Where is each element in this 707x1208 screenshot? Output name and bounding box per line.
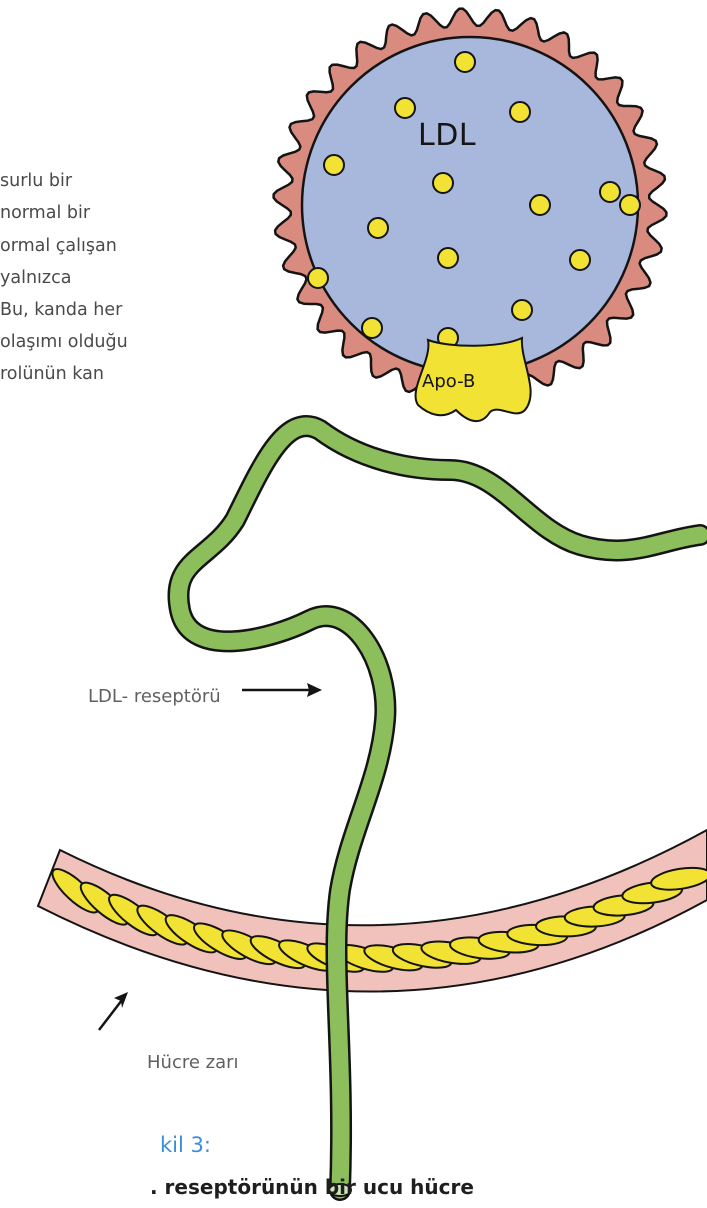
arrow-right-icon — [242, 683, 322, 697]
ldl-receptor-strand — [178, 426, 700, 1190]
paragraph-line: surlu bir — [0, 170, 72, 192]
cholesterol-dot — [512, 300, 532, 320]
cholesterol-dot — [368, 218, 388, 238]
cell-membrane-label: Hücre zarı — [147, 1052, 239, 1073]
paragraph-line: olaşımı olduğu — [0, 331, 128, 353]
cholesterol-dot — [438, 248, 458, 268]
paragraph-line: Bu, kanda her — [0, 299, 122, 321]
paragraph-line: yalnızca — [0, 267, 71, 289]
cholesterol-dot — [362, 318, 382, 338]
cholesterol-dot — [510, 102, 530, 122]
cell-membrane — [38, 830, 707, 992]
ldl-receptor-label: LDL- reseptörü — [88, 686, 221, 707]
cholesterol-dot — [308, 268, 328, 288]
cholesterol-dot — [530, 195, 550, 215]
ldl-receptor — [178, 426, 700, 1196]
paragraph-line: normal bir — [0, 202, 90, 224]
ldl-particle — [274, 9, 667, 402]
arrow-up-right-icon — [99, 992, 128, 1030]
apo-b-label: Apo-B — [422, 371, 475, 392]
ldl-label: LDL — [418, 118, 476, 153]
figure-caption-title: kil 3: — [160, 1133, 211, 1157]
ldl-core — [302, 37, 638, 373]
paragraph-line: rolünün kan — [0, 363, 104, 385]
cholesterol-dot — [395, 98, 415, 118]
cholesterol-dot — [600, 182, 620, 202]
cholesterol-dot — [620, 195, 640, 215]
cholesterol-dot — [433, 173, 453, 193]
cholesterol-dot — [455, 52, 475, 72]
cholesterol-dot — [324, 155, 344, 175]
paragraph-line: ormal çalışan — [0, 235, 117, 257]
cholesterol-dot — [570, 250, 590, 270]
figure-caption-text: . reseptörünün bir ucu hücre — [150, 1175, 474, 1199]
